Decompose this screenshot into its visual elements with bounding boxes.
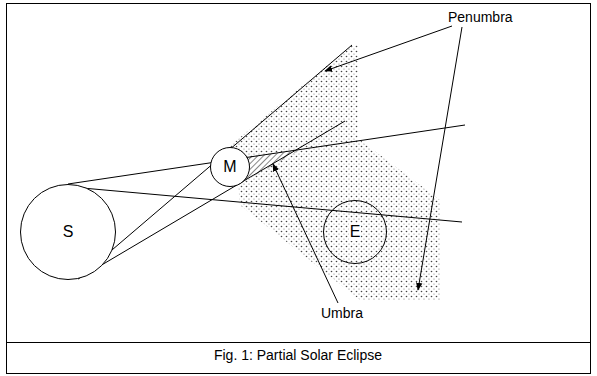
earth-circle: E — [323, 200, 387, 264]
ray-line — [68, 125, 465, 184]
node-letter: S — [62, 223, 75, 241]
node-letter: M — [222, 158, 237, 176]
penumbra-label: Penumbra — [447, 9, 514, 25]
node-letter: E — [349, 223, 362, 241]
figure-frame — [7, 4, 591, 343]
umbra-label: Umbra — [320, 305, 364, 321]
leader-line — [418, 27, 462, 290]
leader-line — [325, 26, 452, 71]
penumbra-label: Penumbra — [447, 9, 514, 25]
moon-circle: M — [210, 147, 250, 187]
leader-line — [273, 164, 338, 303]
ray-line — [60, 186, 462, 222]
caption-frame — [7, 343, 591, 374]
sun-circle: S — [20, 184, 116, 280]
figure-caption: Fig. 1: Partial Solar Eclipse — [6, 346, 590, 364]
ray-line — [78, 121, 345, 279]
penumbra-upper — [215, 45, 358, 160]
figure-caption: Fig. 1: Partial Solar Eclipse — [214, 347, 382, 363]
umbra-label: Umbra — [320, 305, 364, 321]
